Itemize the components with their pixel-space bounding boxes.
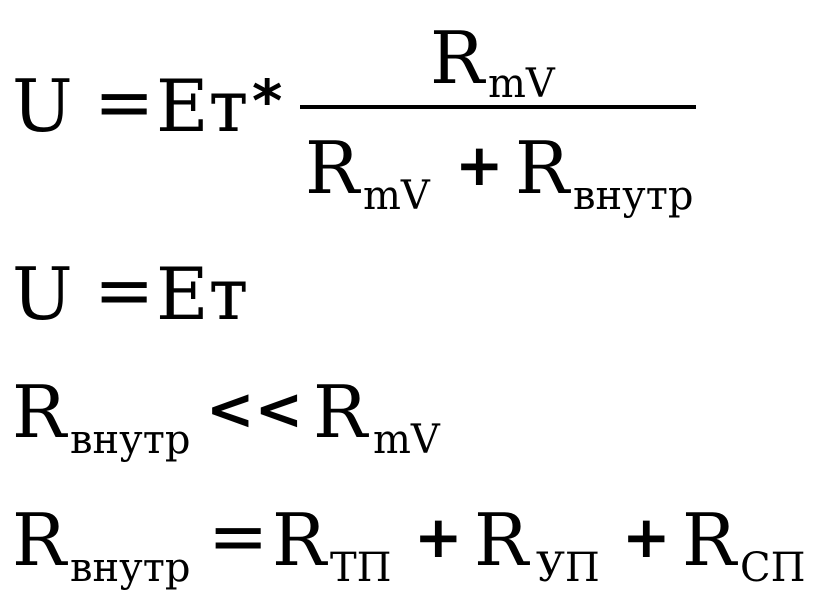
eq1-denominator-term2-symbol: R bbox=[515, 126, 570, 210]
eq1-denominator-term1-symbol: R bbox=[305, 126, 360, 210]
eq4-plus-1: + bbox=[414, 503, 463, 571]
eq3-rhs-symbol: R bbox=[313, 370, 368, 454]
eq1-lhs: U bbox=[12, 64, 73, 148]
eq1-numerator-symbol: R bbox=[430, 16, 485, 100]
eq3-lhs-symbol: R bbox=[12, 370, 67, 454]
eq2-rhs: Eт bbox=[156, 252, 249, 336]
eq4-term1-symbol: R bbox=[272, 498, 327, 582]
eq4-term1-subscript: ТП bbox=[330, 545, 392, 591]
eq1-denominator-plus: + bbox=[455, 131, 504, 199]
eq3-lhs-subscript: внутр bbox=[70, 417, 191, 463]
eq1-equals: = bbox=[94, 60, 155, 144]
eq2-lhs: U bbox=[12, 252, 73, 336]
fraction-bar bbox=[300, 105, 696, 109]
eq1-numerator-subscript: mV bbox=[488, 61, 555, 107]
eq1-factor: Eт bbox=[156, 64, 249, 148]
eq1-denominator-term2-subscript: внутр bbox=[573, 173, 694, 219]
eq4-equals: = bbox=[208, 494, 269, 578]
eq4-term3-symbol: R bbox=[682, 498, 737, 582]
eq4-lhs-subscript: внутр bbox=[70, 545, 191, 591]
eq3-rhs-subscript: mV bbox=[373, 417, 440, 463]
eq4-term2-subscript: УП bbox=[536, 545, 600, 591]
eq4-lhs-symbol: R bbox=[12, 498, 67, 582]
eq4-term2-symbol: R bbox=[474, 498, 529, 582]
eq1-times: * bbox=[252, 67, 283, 135]
eq4-plus-2: + bbox=[622, 503, 671, 571]
eq4-term3-subscript: СП bbox=[740, 545, 806, 591]
eq2-equals: = bbox=[94, 248, 155, 332]
eq1-denominator-term1-subscript: mV bbox=[363, 173, 430, 219]
eq3-relation: << bbox=[206, 375, 304, 443]
